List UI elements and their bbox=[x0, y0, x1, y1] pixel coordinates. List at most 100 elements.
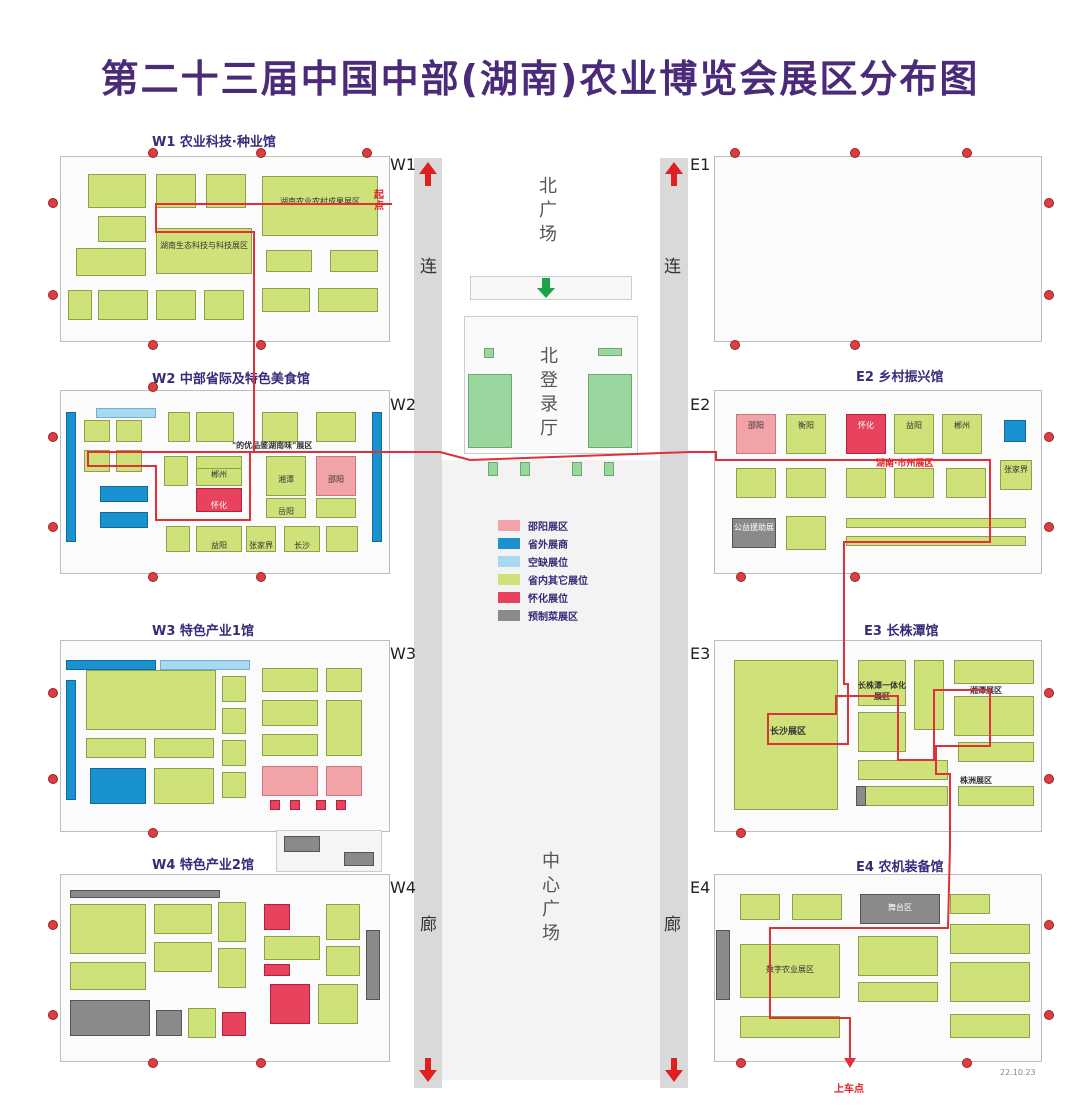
hall-marker-icon bbox=[148, 382, 158, 392]
w3-annex-gray bbox=[344, 852, 374, 866]
w2-huaihua: 怀化 bbox=[196, 488, 242, 512]
route-start-label: 起点 bbox=[374, 190, 384, 212]
w3-booth bbox=[222, 708, 246, 734]
w2-booth bbox=[326, 526, 358, 552]
page-title: 第二十三届中国中部(湖南)农业博览会展区分布图 bbox=[100, 57, 980, 101]
legend-item: 邵阳展区 bbox=[498, 518, 698, 534]
legend-label: 空缺展位 bbox=[528, 558, 568, 569]
legend-item: 预制菜展区 bbox=[498, 608, 698, 624]
east-corridor-down-arrow-icon bbox=[665, 1070, 683, 1082]
hall-marker-icon bbox=[48, 522, 58, 532]
hall-marker-icon bbox=[736, 828, 746, 838]
w4-booth-block bbox=[70, 904, 146, 954]
w3-annex-gray bbox=[284, 836, 320, 852]
e3-cs-area bbox=[734, 660, 838, 810]
e4-booth bbox=[740, 1016, 840, 1038]
west-corridor-down-stem bbox=[425, 1058, 431, 1070]
west-corridor bbox=[414, 158, 442, 1088]
e3-zz-label: 株洲展区 bbox=[960, 776, 992, 785]
route-end-arrow-icon bbox=[844, 1058, 856, 1068]
hall-marker-icon bbox=[148, 572, 158, 582]
w2-outer-booth bbox=[96, 408, 156, 418]
east-corridor bbox=[660, 158, 688, 1088]
west-corridor-up-stem bbox=[425, 174, 431, 186]
hall-marker-icon bbox=[736, 572, 746, 582]
hall-marker-icon bbox=[1044, 1010, 1054, 1020]
w3-booth bbox=[222, 740, 246, 766]
hall-marker-icon bbox=[48, 290, 58, 300]
north-plaza-label: 北广场 bbox=[539, 176, 557, 245]
e1-hall bbox=[714, 156, 1042, 342]
e3-booth bbox=[954, 660, 1034, 684]
registration-green-left bbox=[468, 374, 512, 448]
hall-marker-icon bbox=[850, 148, 860, 158]
corridor-left-top-label: 连 bbox=[420, 257, 437, 277]
w1-booth bbox=[204, 290, 244, 320]
w3-booth bbox=[262, 668, 318, 692]
hall-marker-icon bbox=[730, 340, 740, 350]
hall-marker-icon bbox=[1044, 920, 1054, 930]
e2-booth bbox=[786, 468, 826, 498]
e4-booth bbox=[740, 894, 780, 920]
w4-booth bbox=[188, 1008, 216, 1038]
legend-item: 省外展商 bbox=[498, 536, 698, 552]
w3-booth-block bbox=[86, 670, 216, 730]
e2-booth bbox=[736, 468, 776, 498]
w1-booth bbox=[68, 290, 92, 320]
e1-hall-code: E1 bbox=[690, 155, 711, 174]
e2-hall-code: E2 bbox=[690, 395, 711, 414]
e4-hall-code: E4 bbox=[690, 878, 711, 897]
e2-shaoyang: 邵阳 bbox=[736, 414, 776, 454]
w1-booth bbox=[156, 290, 196, 320]
e3-hall-code: E3 bbox=[690, 644, 711, 663]
legend-item: 省内其它展位 bbox=[498, 572, 698, 588]
w1-hall-code: W1 bbox=[390, 155, 416, 174]
hall-marker-icon bbox=[1044, 198, 1054, 208]
w3-blue-block bbox=[90, 768, 146, 804]
w4-gray-row bbox=[70, 890, 220, 898]
w1-booth bbox=[98, 290, 148, 320]
hall-marker-icon bbox=[730, 148, 740, 158]
w3-hall-title: W3 特色产业1馆 bbox=[152, 624, 254, 639]
legend-label: 省内其它展位 bbox=[528, 576, 588, 587]
w3-booth bbox=[222, 772, 246, 798]
map-date: 22.10.23 bbox=[1000, 1068, 1036, 1077]
w1-booth bbox=[262, 288, 310, 312]
w3-hall-code: W3 bbox=[390, 644, 416, 663]
hall-marker-icon bbox=[256, 1058, 266, 1068]
w1-hall-title: W1 农业科技·种业馆 bbox=[152, 135, 276, 150]
w2-outer-booth bbox=[372, 412, 382, 542]
w3-booth bbox=[326, 668, 362, 692]
w2-booth bbox=[164, 456, 188, 486]
w4-red-block bbox=[270, 984, 310, 1024]
w4-booth bbox=[154, 942, 212, 972]
corridor-right-top-label: 连 bbox=[664, 257, 681, 277]
hall-pillar-1 bbox=[488, 462, 498, 476]
legend-label: 省外展商 bbox=[528, 540, 568, 551]
hall-marker-icon bbox=[1044, 688, 1054, 698]
route-path bbox=[87, 203, 991, 1060]
hall-marker-icon bbox=[48, 1010, 58, 1020]
w4-hall-title: W4 特色产业2馆 bbox=[152, 858, 254, 873]
w4-booth bbox=[218, 948, 246, 988]
east-corridor-down-stem bbox=[671, 1058, 677, 1070]
hall-marker-icon bbox=[962, 148, 972, 158]
legend-swatch bbox=[498, 556, 520, 567]
w4-booth bbox=[264, 936, 320, 960]
e2-gongyi: 公益援助展 bbox=[732, 518, 776, 548]
center-plaza-label: 中心广场 bbox=[542, 851, 560, 944]
hall-marker-icon bbox=[1044, 522, 1054, 532]
w4-gray-block bbox=[156, 1010, 182, 1036]
legend-item: 怀化展位 bbox=[498, 590, 698, 606]
w1-booth bbox=[330, 250, 378, 272]
hall-marker-icon bbox=[148, 828, 158, 838]
central-plaza bbox=[442, 460, 660, 1080]
legend-swatch bbox=[498, 592, 520, 603]
corridor-left-bottom-label: 廊 bbox=[420, 915, 437, 935]
w1-area-b: 湖南生态科技与科技展区 bbox=[156, 228, 252, 274]
legend-label: 怀化展位 bbox=[528, 594, 568, 605]
e2-blue bbox=[1004, 420, 1026, 442]
hall-marker-icon bbox=[256, 572, 266, 582]
hall-marker-icon bbox=[736, 1058, 746, 1068]
